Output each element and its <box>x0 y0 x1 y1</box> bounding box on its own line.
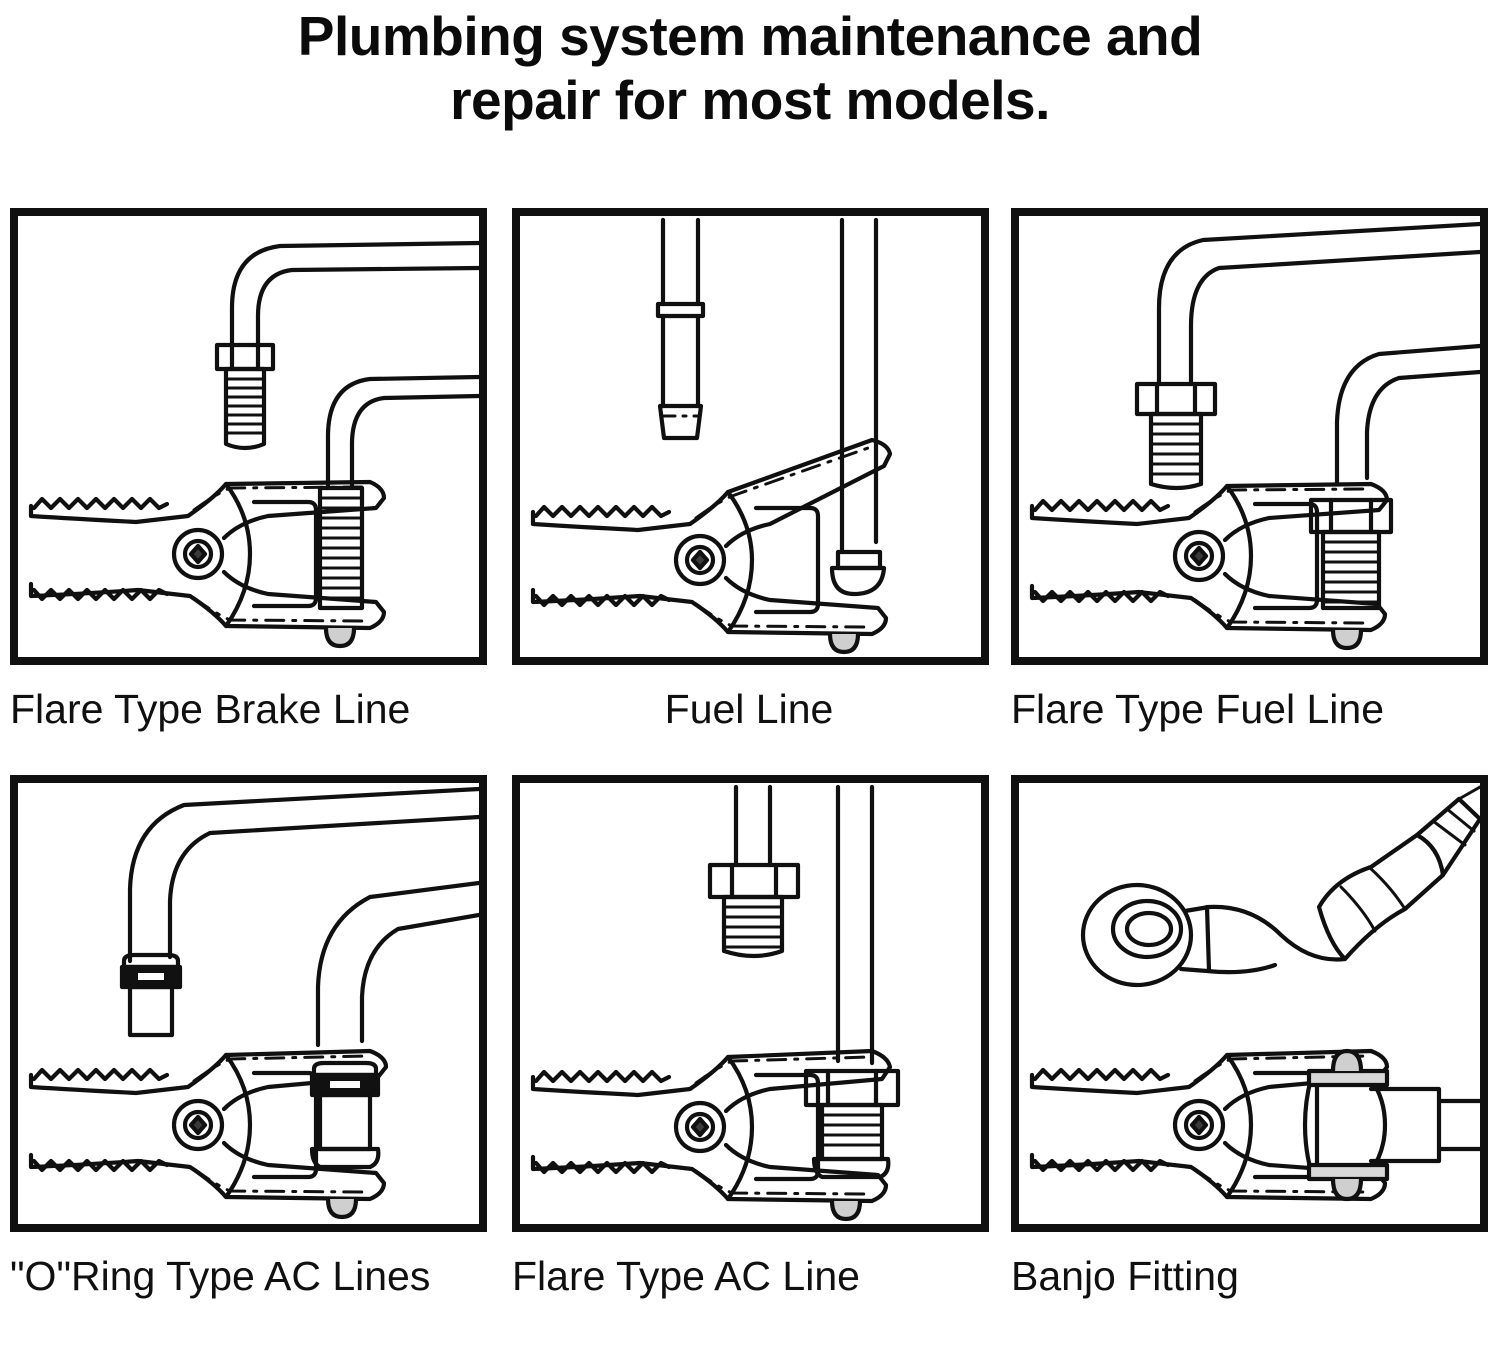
fitting-row-bottom: "O"Ring Type AC Lines <box>0 775 1500 1302</box>
diagram-fuel-line <box>530 217 893 655</box>
illustration-panel-flare-type-ac-line <box>512 775 989 1232</box>
panel-caption-flare-type-fuel-line: Flare Type Fuel Line <box>1011 686 1385 732</box>
illustration-panel-flare-type-fuel-line <box>1011 208 1488 665</box>
diagram-banjo-fitting <box>1029 785 1480 1202</box>
fitting-cell-flare-type-ac-line: Flare Type AC Line <box>500 775 1000 1302</box>
fitting-cell-o-ring-type-ac-lines: "O"Ring Type AC Lines <box>0 775 500 1302</box>
fitting-cell-fuel-line: Fuel Line <box>500 208 1000 735</box>
illustration-panel-o-ring-type-ac-lines <box>10 775 487 1232</box>
page-title-line-1: Plumbing system maintenance and <box>297 5 1203 67</box>
fitting-cell-flare-type-fuel-line: Flare Type Fuel Line <box>1000 208 1500 735</box>
page-title: Plumbing system maintenance and repair f… <box>0 0 1500 132</box>
panel-caption-o-ring-type-ac-lines: "O"Ring Type AC Lines <box>10 1253 431 1299</box>
fitting-cell-flare-type-brake-line: Flare Type Brake Line <box>0 208 500 735</box>
panel-caption-flare-type-brake-line: Flare Type Brake Line <box>10 686 411 732</box>
illustration-panel-fuel-line <box>512 208 989 665</box>
panel-caption-flare-type-ac-line: Flare Type AC Line <box>512 1253 860 1299</box>
panel-caption-banjo-fitting: Banjo Fitting <box>1011 1253 1239 1299</box>
fitting-cell-banjo-fitting: Banjo Fitting <box>1000 775 1500 1302</box>
fitting-type-grid: Flare Type Brake Line <box>0 208 1500 1302</box>
fitting-row-top: Flare Type Brake Line <box>0 208 1500 735</box>
page-title-line-2: repair for most models. <box>450 69 1050 131</box>
illustration-panel-banjo-fitting <box>1011 775 1488 1232</box>
panel-caption-fuel-line: Fuel Line <box>664 686 834 732</box>
diagram-o-ring-type-ac-lines <box>28 786 479 1220</box>
diagram-flare-type-brake-line <box>28 240 479 649</box>
diagram-flare-type-ac-line <box>530 784 901 1222</box>
diagram-flare-type-fuel-line <box>1029 221 1480 651</box>
illustration-panel-flare-type-brake-line <box>10 208 487 665</box>
